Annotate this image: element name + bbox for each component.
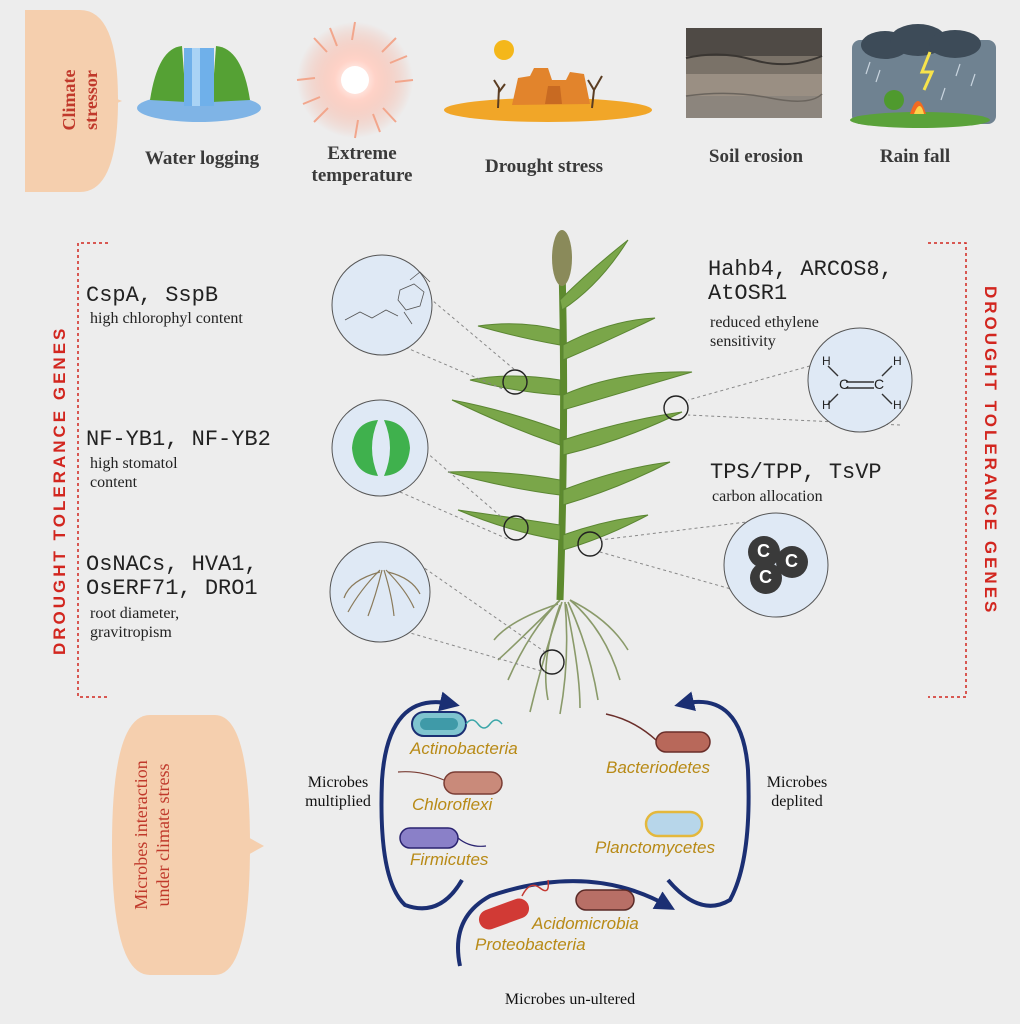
desert-icon [444, 40, 652, 122]
actinobacteria-cell [411, 711, 503, 737]
ethylene-h-4: H [893, 398, 902, 412]
microbe-firmicutes: Firmicutes [410, 850, 489, 869]
stressor-label-drought-stress: Drought stress [484, 156, 604, 177]
ethylene-c-right: C [874, 376, 885, 392]
gene-desc-root: root diameter, gravitropism [90, 605, 180, 641]
planctomycetes-cell [644, 810, 704, 838]
carbon-c-3: C [759, 567, 772, 587]
gene-desc-stomata: high stomatol content [90, 455, 178, 491]
right-bracket [928, 242, 967, 698]
stomata-bubble [331, 399, 429, 497]
label-microbes-depleted: Microbes deplited [766, 774, 828, 810]
chloroflexi-cell [397, 771, 503, 795]
stressor-label-rain-fall: Rain fall [879, 146, 951, 167]
stressor-label-soil-erosion: Soil erosion [708, 146, 804, 167]
plant-illustration [399, 230, 901, 715]
label-microbes-unaltered: Microbes un-ultered [504, 991, 636, 1008]
drought-title-left: DROUGHT TOLERANCE GENES [50, 325, 69, 655]
gene-group-chlorophyll: CspA, SspB [86, 283, 219, 308]
proteobacteria-cell [478, 879, 550, 930]
ethylene-c-left: C [839, 376, 850, 392]
chlorophyll-bubble [331, 254, 433, 356]
ethylene-h-2: H [822, 398, 831, 412]
gene-group-carbon: TPS/TPP, TsVP [710, 460, 882, 485]
microbe-planctomycetes: Planctomycetes [595, 838, 715, 857]
drought-title-right: DROUGHT TOLERANCE GENES [981, 286, 1000, 616]
acidomicrobia-cell [575, 889, 635, 911]
stressor-label-extreme-temperature: Extreme temperature [311, 143, 413, 186]
storm-icon [850, 24, 996, 128]
microbe-chloroflexi: Chloroflexi [412, 795, 493, 814]
sun-heat-icon [296, 21, 414, 139]
stressor-label-water-logging: Water logging [144, 148, 260, 169]
carbon-bubble [723, 512, 829, 618]
microbe-actinobacteria: Actinobacteria [410, 739, 518, 758]
carbon-c-1: C [757, 541, 770, 561]
gene-desc-carbon: carbon allocation [712, 488, 823, 505]
microbe-tab-shape [112, 715, 250, 975]
ethylene-h-3: H [893, 354, 902, 368]
firmicutes-cell [399, 827, 487, 849]
soil-layers-icon [685, 28, 823, 118]
gene-group-stomata: NF-YB1, NF-YB2 [86, 427, 271, 452]
left-bracket [77, 242, 108, 698]
microbe-bacteriodetes: Bacteriodetes [606, 758, 710, 777]
root-bubble [329, 541, 431, 643]
label-microbes-multiplied: Microbes multiplied [305, 774, 371, 810]
gene-desc-chlorophyll: high chlorophyl content [90, 310, 243, 327]
ethylene-bubble [807, 327, 913, 433]
microbe-proteobacteria: Proteobacteria [475, 935, 586, 954]
ethylene-h-1: H [822, 354, 831, 368]
microbe-acidomicrobia: Acidomicrobia [532, 914, 639, 933]
gene-group-root: OsNACs, HVA1, OsERF71, DRO1 [86, 552, 258, 601]
climate-tab-label: Climate stressor [59, 69, 101, 131]
gene-desc-ethylene: reduced ethylene sensitivity [710, 314, 819, 350]
gene-group-ethylene: Hahb4, ARCOS8, AtOSR1 [708, 257, 893, 306]
microbe-tab-label: Microbes interaction under climate stres… [131, 760, 173, 910]
climate-tab-shape [25, 10, 118, 192]
waterfall-icon [137, 46, 261, 122]
carbon-c-2: C [785, 551, 798, 571]
bacteriodetes-cell [605, 713, 711, 753]
